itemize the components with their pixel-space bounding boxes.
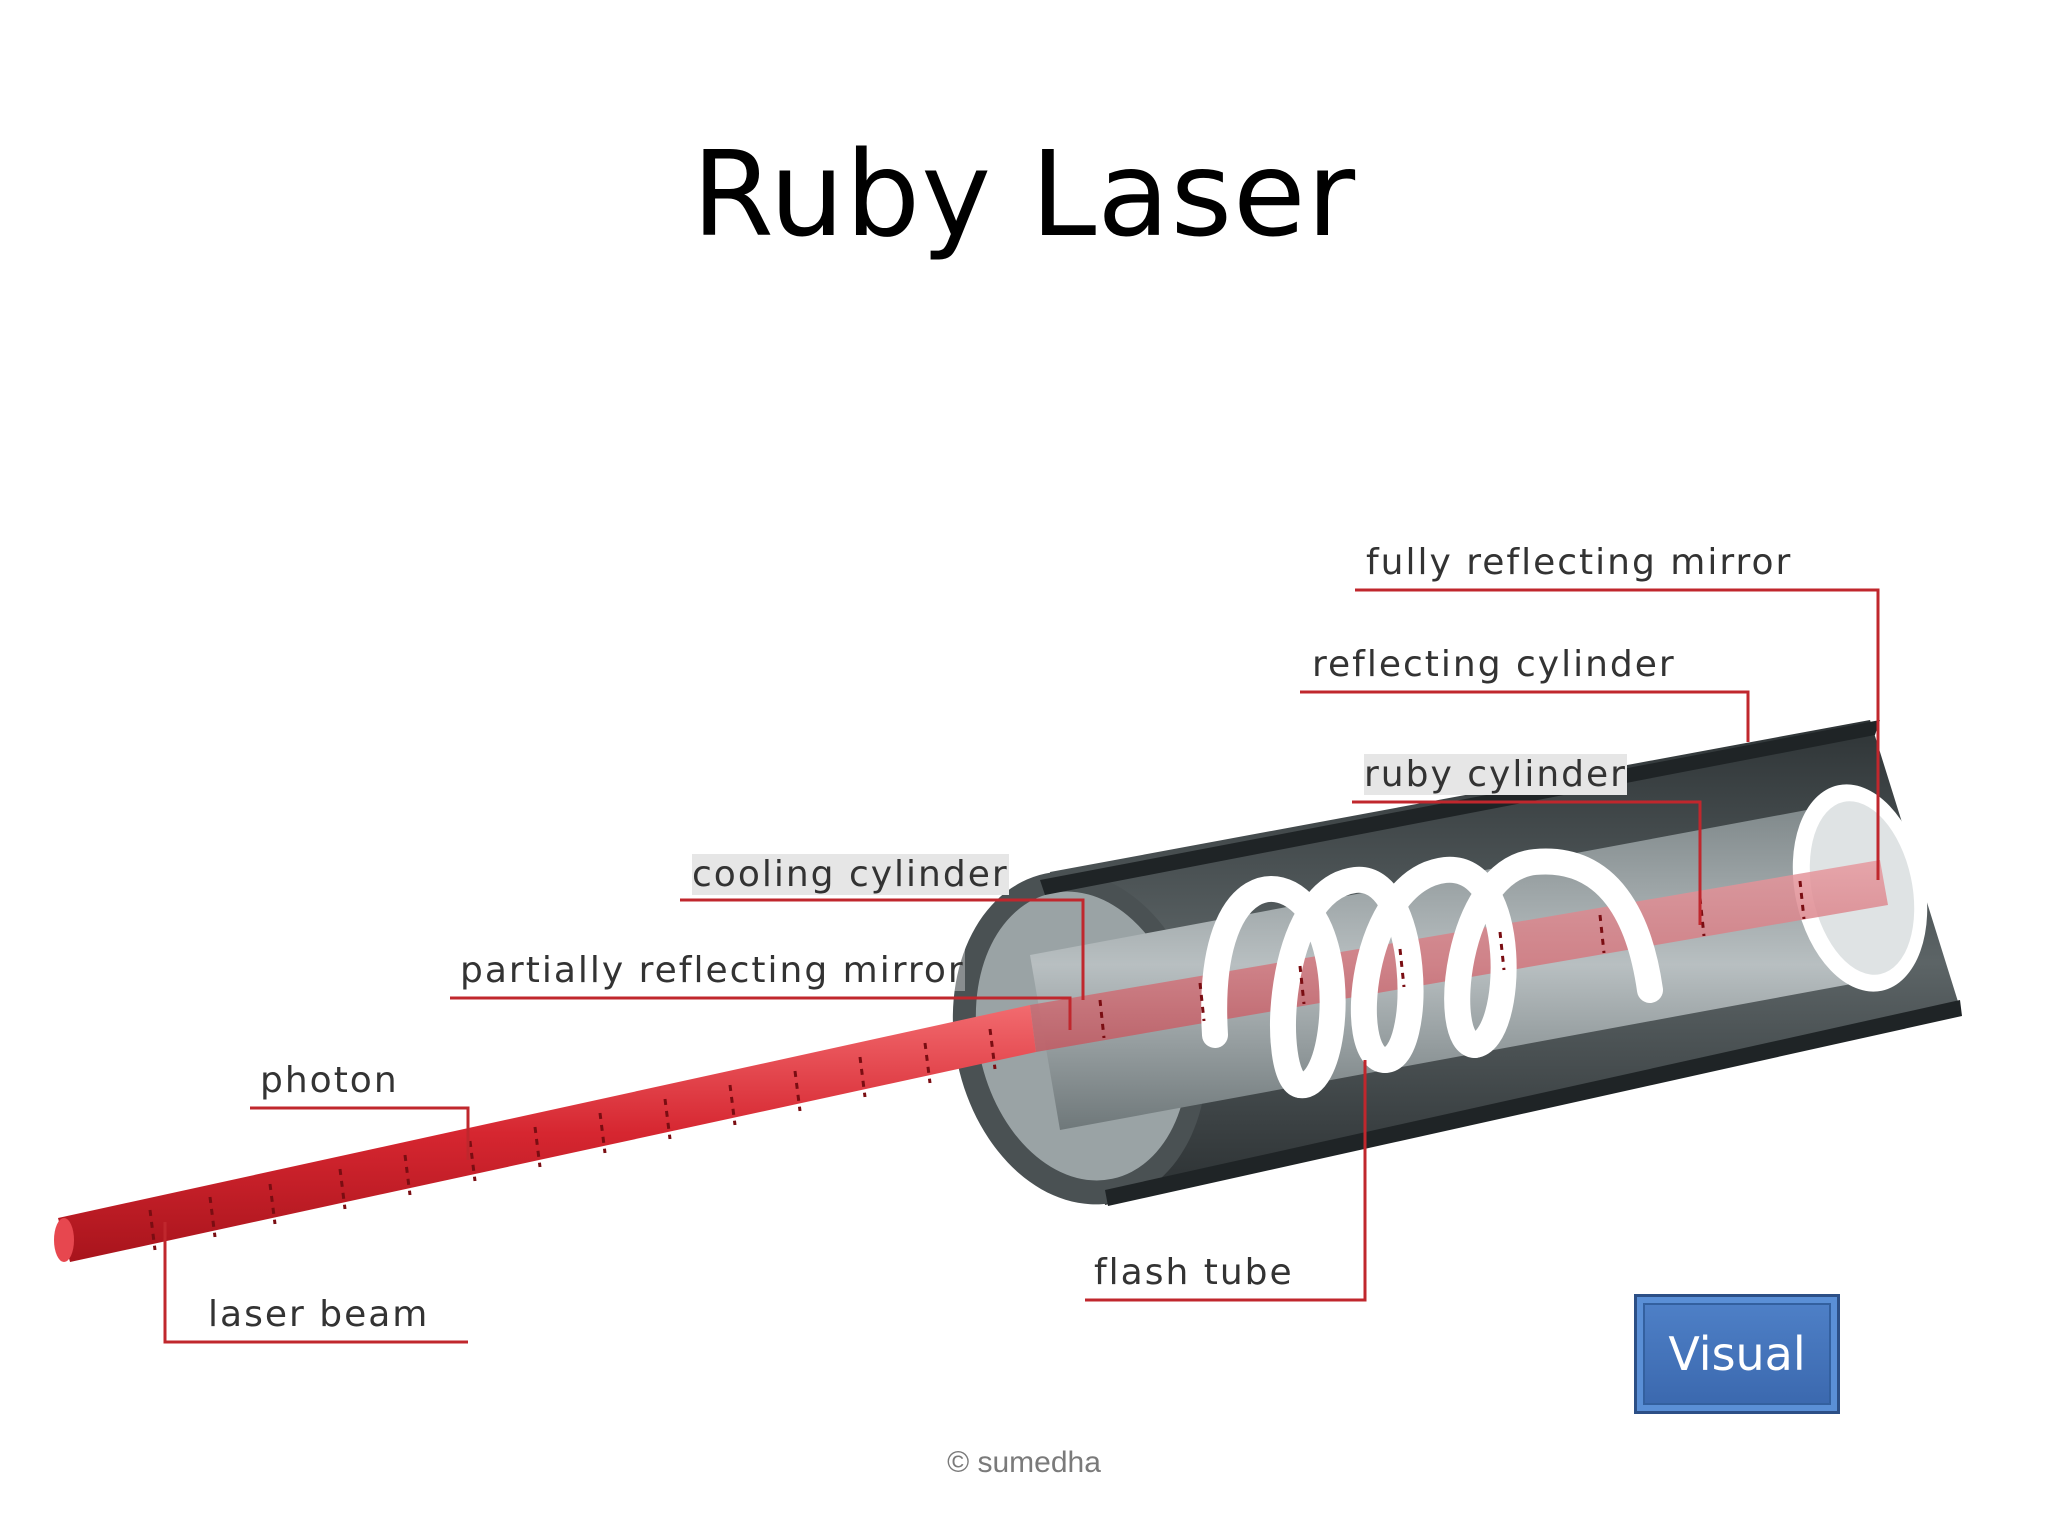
label-ruby-cylinder: ruby cylinder	[1364, 754, 1627, 795]
flash-tube-coil	[1201, 848, 1663, 1098]
leader-lines	[163, 588, 1880, 1344]
label-fully-reflecting-mirror: fully reflecting mirror	[1366, 542, 1793, 583]
label-partially-reflecting-mirror: partially reflecting mirror	[460, 950, 965, 991]
laser-beam-shape	[54, 1005, 1036, 1262]
label-laser-beam: laser beam	[208, 1294, 430, 1335]
label-reflecting-cylinder: reflecting cylinder	[1312, 644, 1676, 685]
label-cooling-cylinder: cooling cylinder	[692, 854, 1009, 895]
label-flash-tube: flash tube	[1094, 1252, 1294, 1293]
slide-title: Ruby Laser	[691, 125, 1357, 263]
footer-copyright: © sumedha	[947, 1446, 1101, 1479]
label-photon: photon	[260, 1060, 399, 1101]
visual-button[interactable]: Visual	[1634, 1294, 1840, 1414]
